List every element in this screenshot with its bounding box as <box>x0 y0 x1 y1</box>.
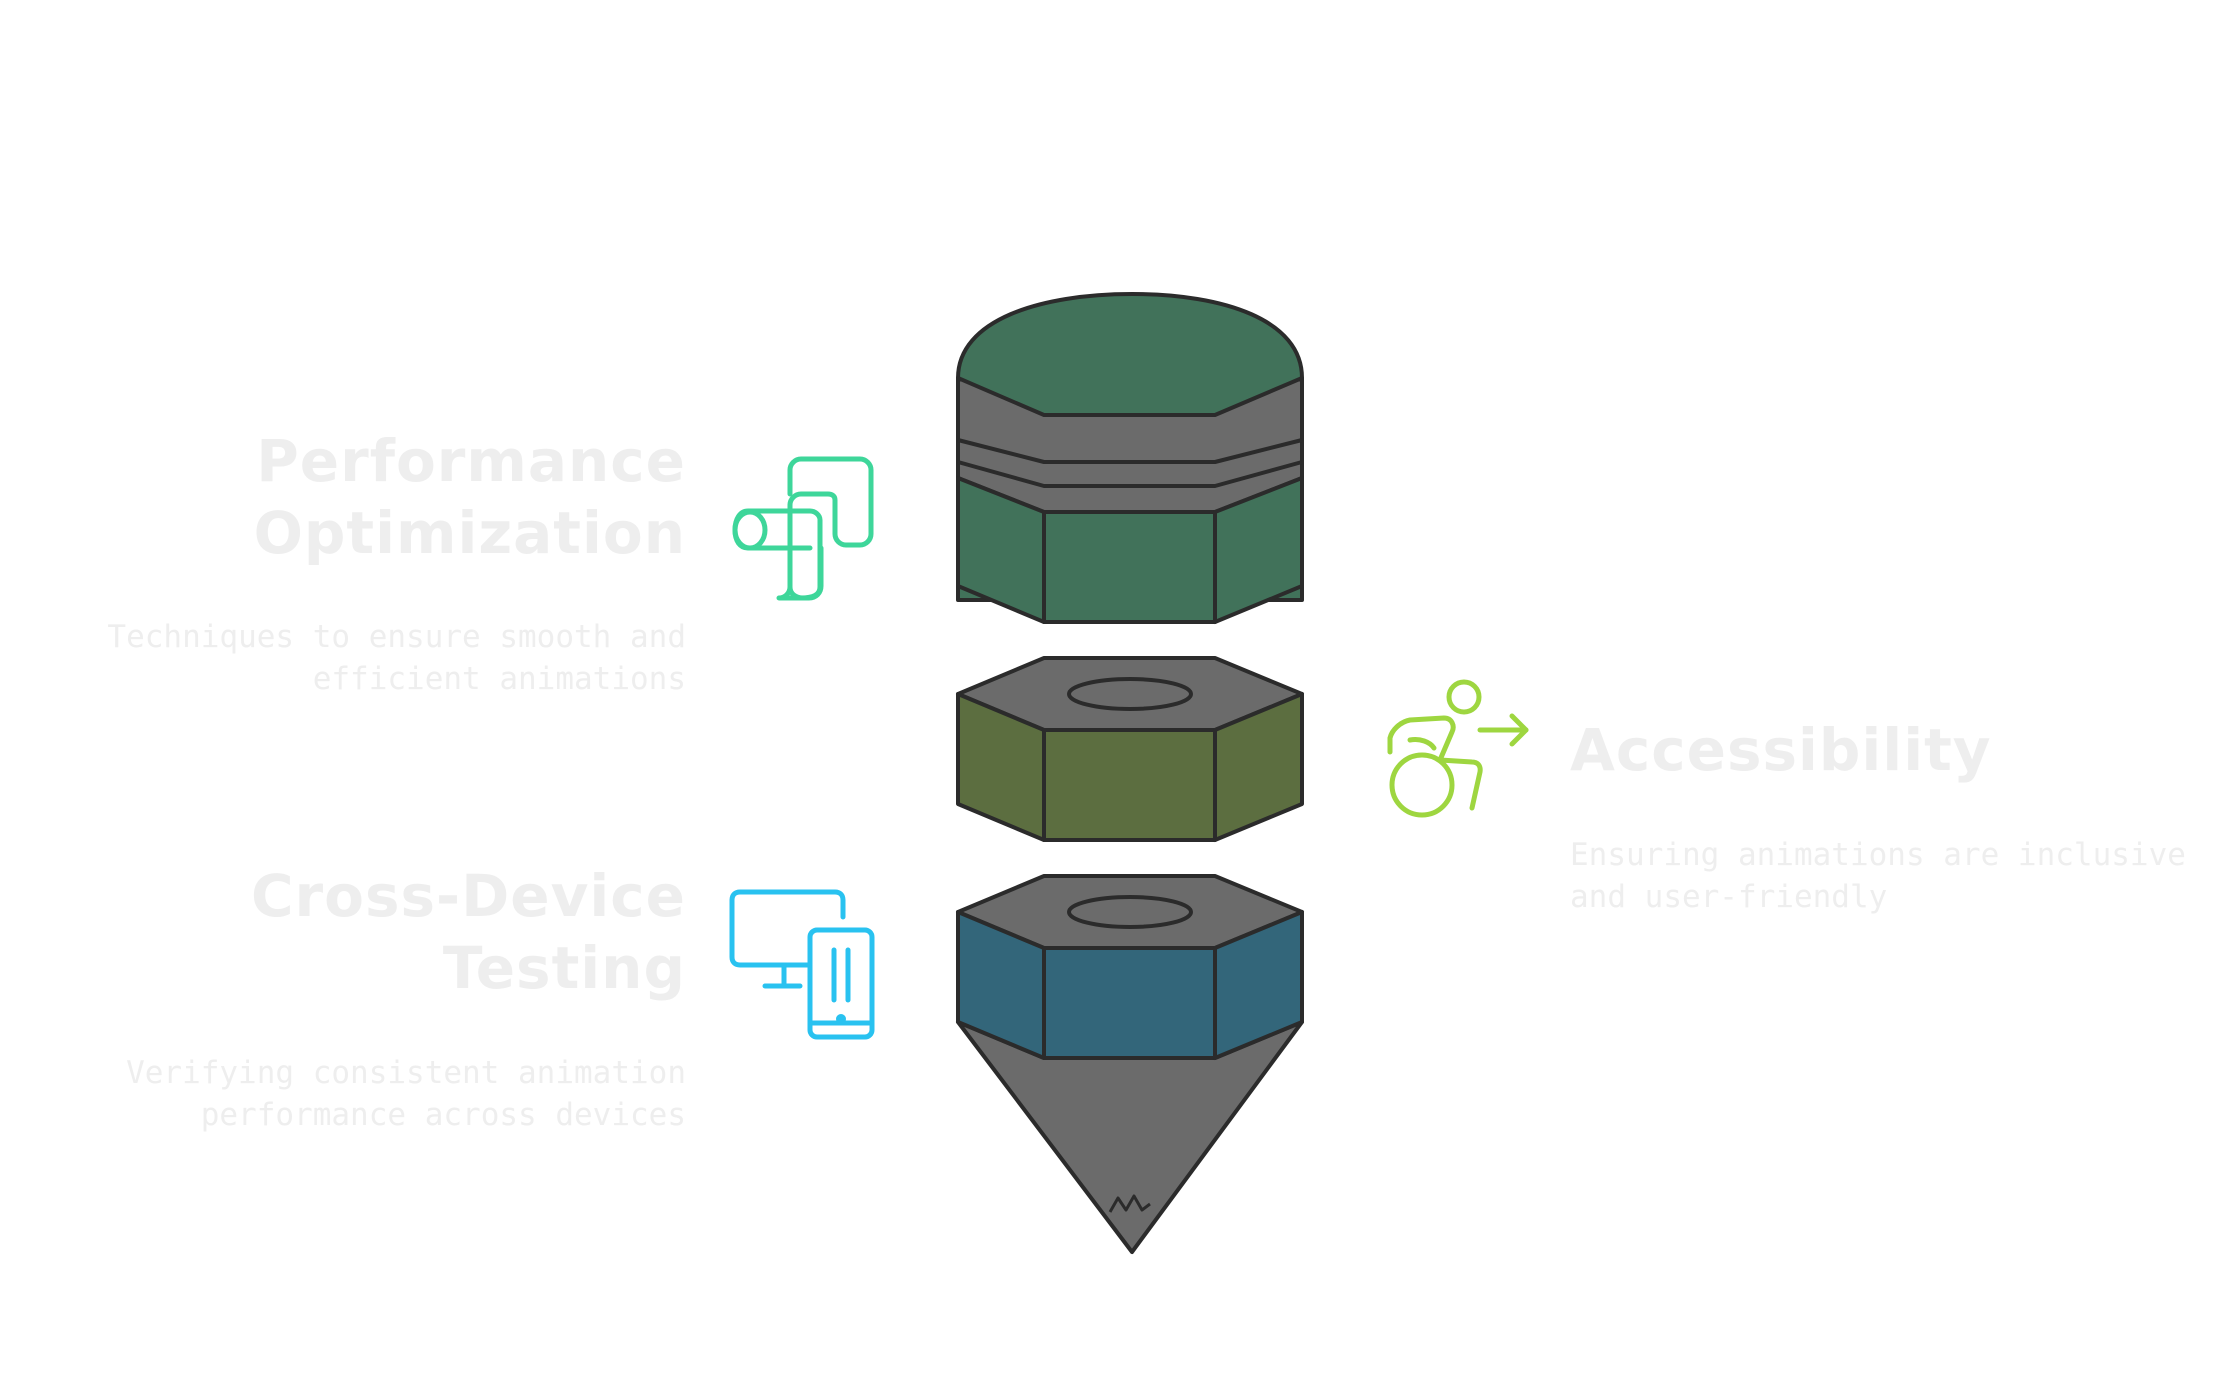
accessibility-title-line-1: Accessibility <box>1570 716 1992 784</box>
pencil-bottom-core <box>1067 895 1193 929</box>
route-icon <box>732 456 874 601</box>
cross-device-description-line-1: Verifying consistent animation <box>126 1055 686 1091</box>
accessibility-title: Accessibility <box>1570 714 2210 786</box>
pencil-bottom-body-front <box>1042 946 1217 1060</box>
pencil-lead-mark <box>1108 1194 1151 1213</box>
cross-device-title-line-2: Testing <box>442 934 686 1002</box>
cross-device-description-line-2: performance across devices <box>200 1097 686 1133</box>
pencil-top-segment <box>956 292 1304 624</box>
pencil-middle-segment <box>956 656 1304 842</box>
performance-description-line-1: Techniques to ensure smooth and <box>107 619 686 655</box>
performance-title-line-1: Performance <box>256 427 686 495</box>
pencil-bottom-segment <box>956 874 1304 1254</box>
pencil-band-ring-1 <box>957 438 1303 464</box>
pencil-top-body-right <box>1213 476 1304 624</box>
cross-device-description: Verifying consistent animation performan… <box>90 1052 686 1136</box>
performance-description-line-2: efficient animations <box>312 661 686 697</box>
cross-device-title-line-1: Cross-Device <box>250 862 686 930</box>
pencil-middle-body-right <box>1213 692 1304 842</box>
performance-title: Performance Optimization <box>120 425 686 569</box>
performance-description: Techniques to ensure smooth and efficien… <box>90 616 686 700</box>
pencil-band-ring-2 <box>957 460 1303 488</box>
pencil-middle-body-front <box>1042 728 1217 842</box>
performance-title-line-2: Optimization <box>253 499 686 567</box>
accessible-forward-icon <box>1387 679 1529 818</box>
accessibility-description-line-2: and user-friendly <box>1570 879 1888 915</box>
devices-icon <box>729 889 875 1040</box>
pencil-bottom-body-right <box>1213 910 1304 1060</box>
pencil-middle-core <box>1067 677 1193 711</box>
accessibility-description: Ensuring animations are inclusive and us… <box>1570 834 2210 918</box>
accessibility-description-line-1: Ensuring animations are inclusive <box>1570 837 2186 873</box>
pencil-top-body-front <box>1042 510 1217 624</box>
cross-device-title: Cross-Device Testing <box>120 860 686 1004</box>
